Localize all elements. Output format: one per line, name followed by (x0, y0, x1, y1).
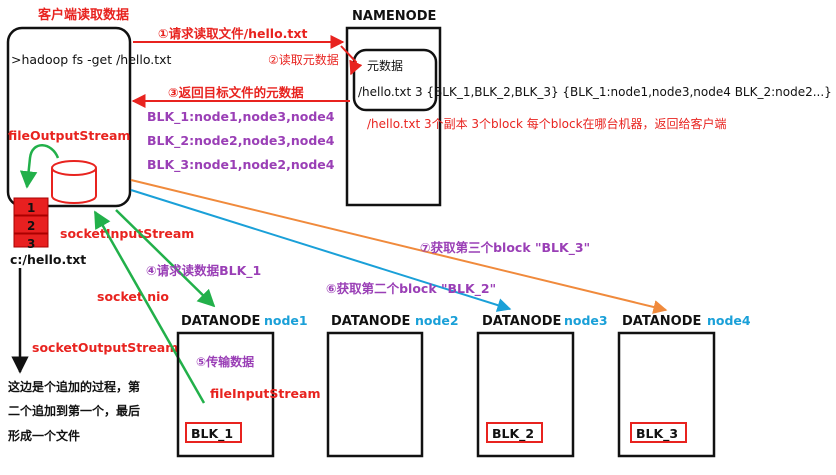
step2-label: ②读取元数据 (268, 52, 339, 67)
metadata-label: 元数据 (367, 58, 403, 73)
block-location-1: BLK_1:node1,node3,node4 (147, 109, 335, 125)
step5-label: ⑤传输数据 (196, 354, 254, 369)
local-file-label: c:/hello.txt (10, 252, 86, 267)
datanode4-label: DATANODE (622, 314, 701, 329)
step6-arrow (130, 189, 512, 312)
datanode3-box (476, 331, 575, 458)
datanode2-label: DATANODE (331, 314, 410, 329)
local-block-stack: 1 2 3 (13, 197, 49, 251)
step4-arrow (115, 209, 216, 308)
namenode-note: /hello.txt 3个副本 3个block 每个block在哪台机器，返回给… (367, 116, 727, 131)
step5-arrow (93, 210, 206, 404)
datanode3-block: BLK_2 (492, 426, 534, 442)
append-note-line-3: 形成一个文件 (8, 428, 80, 443)
client-box (6, 26, 132, 208)
datanode1-block: BLK_1 (191, 426, 233, 442)
datanode4-box (617, 331, 716, 458)
diagram-title: 客户端读取数据 (38, 7, 129, 23)
block-location-3: BLK_3:node1,node2,node4 (147, 157, 335, 173)
datanode1-block-box (185, 422, 242, 443)
socket-nio-label: socket nio (97, 289, 169, 304)
metadata-box (352, 48, 438, 112)
local-block-2: 2 (27, 219, 35, 233)
datanode1-box (176, 331, 275, 458)
step2-arrow (340, 45, 363, 76)
append-note-line-2: 二个追加到第一个，最后 (8, 403, 140, 418)
block-location-2: BLK_2:node2,node3,node4 (147, 133, 335, 149)
datanode1-label: DATANODE (181, 314, 260, 329)
namenode-box (345, 26, 442, 207)
datanode2-node: node2 (415, 313, 459, 328)
local-block-1: 1 (27, 201, 35, 215)
metadata-record: /hello.txt 3 {BLK_1,BLK_2,BLK_3} {BLK_1:… (358, 85, 832, 99)
socket-output-stream-label: socketOutputStream (32, 340, 178, 355)
datanode2-box (326, 331, 424, 458)
file-input-stream-label: fileInputStream (210, 386, 320, 401)
namenode-label: NAMENODE (352, 9, 436, 24)
client-command: >hadoop fs -get /hello.txt (11, 52, 172, 67)
append-note-line-1: 这边是个追加的过程，第 (8, 379, 140, 394)
step7-arrow (130, 179, 668, 314)
step4-label: ④请求读数据BLK_1 (146, 263, 261, 279)
step7-label: ⑦获取第三个block "BLK_3" (420, 240, 590, 256)
output-stream-arrow (19, 144, 60, 189)
file-output-stream-label: fileOutputStream (8, 128, 130, 143)
disk-icon (51, 160, 97, 204)
datanode1-node: node1 (264, 313, 308, 328)
datanode4-node: node4 (707, 313, 751, 328)
datanode4-block-box (630, 422, 687, 443)
step1-label: ①请求读取文件/hello.txt (158, 26, 307, 41)
local-block-3: 3 (27, 237, 35, 251)
datanode3-label: DATANODE (482, 314, 561, 329)
step3-label: ③返回目标文件的元数据 (168, 85, 304, 100)
datanode4-block: BLK_3 (636, 426, 678, 442)
step6-label: ⑥获取第二个block "BLK_2" (326, 281, 496, 297)
socket-input-stream-label: socketInputStream (60, 226, 194, 241)
datanode3-block-box (486, 422, 543, 443)
datanode3-node: node3 (564, 313, 608, 328)
